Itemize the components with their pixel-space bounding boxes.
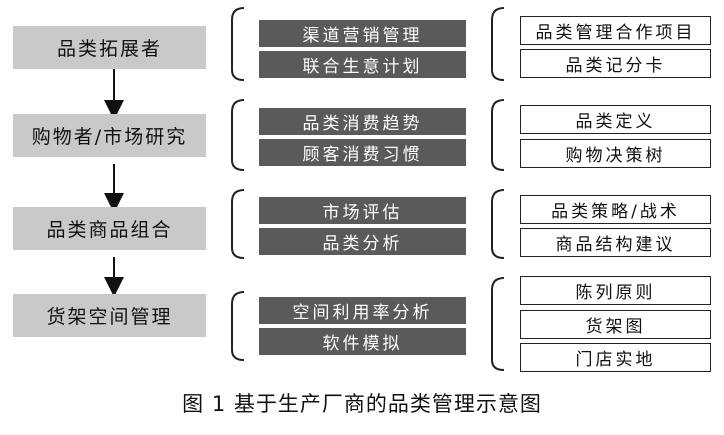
left-bracket-2 <box>231 99 245 171</box>
right-bracket-2 <box>491 99 505 171</box>
stage-box-3: 品类商品组合 <box>13 207 206 250</box>
output-box: 购物决策树 <box>520 139 711 168</box>
stage-box-4: 货架空间管理 <box>13 294 206 337</box>
right-bracket-1 <box>491 7 505 81</box>
activity-label: 顾客消费习惯 <box>302 145 423 165</box>
activity-box: 软件模拟 <box>259 328 466 355</box>
activity-box: 市场评估 <box>259 197 466 224</box>
output-box: 品类记分卡 <box>520 49 711 78</box>
output-label: 品类定义 <box>575 112 656 132</box>
activity-box: 渠道营销管理 <box>259 20 466 47</box>
output-label: 购物决策树 <box>565 146 666 166</box>
activity-box: 品类分析 <box>259 228 466 255</box>
activity-box: 联合生意计划 <box>259 51 466 78</box>
output-box: 商品结构建议 <box>520 228 711 257</box>
activity-label: 联合生意计划 <box>302 57 423 77</box>
output-label: 货架图 <box>585 317 646 337</box>
stage-label: 品类商品组合 <box>46 219 173 241</box>
output-box: 品类管理合作项目 <box>520 16 711 45</box>
activity-label: 空间利用率分析 <box>292 303 433 323</box>
activity-box: 顾客消费习惯 <box>259 139 466 166</box>
output-box: 品类策略/战术 <box>520 195 711 224</box>
activity-label: 品类分析 <box>322 234 403 254</box>
output-box: 货架图 <box>520 310 711 339</box>
output-box: 品类定义 <box>520 105 711 134</box>
stage-box-1: 品类拓展者 <box>13 26 206 69</box>
activity-label: 品类消费趋势 <box>302 114 423 134</box>
output-label: 门店实地 <box>575 350 656 370</box>
stage-box-2: 购物者/市场研究 <box>13 114 206 157</box>
output-box: 门店实地 <box>520 343 711 372</box>
activity-box: 空间利用率分析 <box>259 297 466 324</box>
output-box: 陈列原则 <box>520 276 711 305</box>
right-bracket-4 <box>491 277 505 371</box>
left-bracket-1 <box>231 7 245 81</box>
figure-caption: 图 1 基于生产厂商的品类管理示意图 <box>182 392 542 416</box>
left-bracket-4 <box>231 291 245 361</box>
output-label: 品类记分卡 <box>565 56 666 76</box>
output-label: 商品结构建议 <box>555 235 676 255</box>
output-label: 陈列原则 <box>575 283 656 303</box>
stage-label: 购物者/市场研究 <box>31 126 188 148</box>
activity-label: 软件模拟 <box>322 334 403 354</box>
activity-label: 市场评估 <box>322 203 403 223</box>
activity-label: 渠道营销管理 <box>302 26 423 46</box>
right-bracket-3 <box>491 189 505 259</box>
left-bracket-3 <box>231 189 245 259</box>
output-label: 品类管理合作项目 <box>535 23 696 43</box>
stage-label: 品类拓展者 <box>56 38 162 60</box>
output-label: 品类策略/战术 <box>551 202 680 222</box>
stage-label: 货架空间管理 <box>46 306 173 328</box>
activity-box: 品类消费趋势 <box>259 108 466 135</box>
